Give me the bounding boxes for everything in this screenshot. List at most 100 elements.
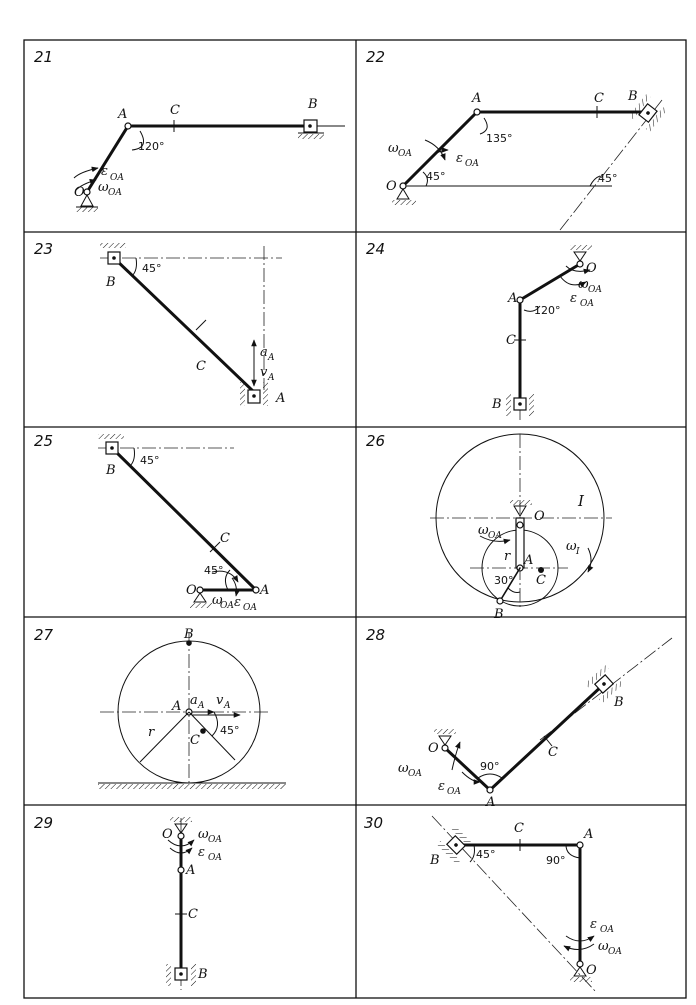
svg-text:ω: ω [98, 180, 109, 195]
svg-text:ε: ε [570, 291, 577, 306]
panel-26: 26 O I A C B r ω OA ω I 30° [366, 432, 612, 622]
svg-text:ω: ω [478, 523, 489, 538]
svg-text:B: B [197, 967, 208, 982]
table-grid [23, 39, 687, 999]
svg-text:O: O [386, 179, 397, 194]
svg-text:OA: OA [108, 188, 122, 198]
panel-number: 28 [366, 626, 385, 644]
svg-text:O: O [74, 185, 85, 200]
panel-29: 29 O A C B ω OA ε OA [34, 814, 222, 990]
svg-text:r: r [504, 549, 511, 564]
svg-text:OA: OA [580, 299, 594, 309]
svg-text:A: A [267, 353, 275, 363]
svg-text:ε: ε [456, 151, 463, 166]
panel-number: 24 [366, 240, 385, 258]
svg-text:OA: OA [488, 531, 502, 541]
panel-number: 22 [366, 48, 385, 66]
svg-text:ε: ε [234, 595, 241, 610]
svg-text:B: B [493, 607, 504, 622]
svg-text:OA: OA [408, 769, 422, 779]
svg-text:A: A [259, 583, 269, 598]
svg-text:C: C [506, 333, 516, 348]
svg-text:A: A [471, 91, 481, 106]
svg-text:A: A [523, 553, 533, 568]
svg-text:45°: 45° [476, 848, 496, 861]
panel-28: 28 O A C B ω OA ε OA 90° [366, 626, 673, 810]
svg-text:C: C [170, 103, 180, 118]
svg-text:45°: 45° [142, 262, 162, 275]
svg-text:ω: ω [198, 827, 209, 842]
svg-text:ω: ω [578, 277, 589, 292]
panel-22: 22 A C B O ω OA ε OA 135° 45° 45° [366, 48, 667, 231]
svg-text:A: A [485, 795, 495, 810]
svg-text:O: O [186, 583, 197, 598]
svg-text:120°: 120° [534, 304, 561, 317]
svg-text:O: O [586, 261, 597, 276]
svg-text:O: O [162, 827, 173, 842]
svg-text:90°: 90° [480, 760, 500, 773]
svg-text:OA: OA [208, 853, 222, 863]
svg-text:ω: ω [388, 141, 399, 156]
panel-number: 23 [34, 240, 53, 258]
svg-text:O: O [534, 509, 545, 524]
svg-text:B: B [613, 695, 624, 710]
svg-text:v: v [216, 693, 224, 708]
svg-text:45°: 45° [220, 724, 240, 737]
svg-text:C: C [196, 359, 206, 374]
svg-text:r: r [148, 725, 155, 740]
svg-text:C: C [188, 907, 198, 922]
svg-text:B: B [307, 97, 318, 112]
svg-text:135°: 135° [486, 132, 513, 145]
svg-text:C: C [514, 821, 524, 836]
svg-text:a: a [190, 693, 198, 708]
panel-number: 27 [34, 626, 54, 644]
svg-text:OA: OA [588, 285, 602, 295]
svg-text:a: a [260, 345, 268, 360]
panel-number: 21 [34, 48, 53, 66]
svg-text:A: A [275, 391, 285, 406]
svg-text:A: A [197, 701, 205, 711]
svg-text:ω: ω [566, 539, 577, 554]
svg-text:I: I [577, 492, 585, 510]
svg-text:45°: 45° [598, 172, 618, 185]
svg-text:45°: 45° [426, 170, 446, 183]
panel-30: 30 B C A O ε OA ω OA 45° 90° [364, 814, 622, 993]
svg-text:C: C [536, 573, 546, 588]
svg-text:45°: 45° [140, 454, 160, 467]
svg-text:A: A [117, 107, 127, 122]
svg-text:45°: 45° [204, 564, 224, 577]
svg-text:B: B [105, 463, 116, 478]
panel-21: 21 A C B O ε OA ω OA 120° [34, 48, 345, 212]
svg-text:B: B [491, 397, 502, 412]
svg-text:C: C [594, 91, 604, 106]
panel-number: 26 [366, 432, 385, 450]
panel-25: 25 B C O A ω OA ε OA 45° 45° [34, 432, 269, 613]
panel-24: 24 O A C B ω OA ε OA 120° [366, 240, 602, 420]
svg-text:ω: ω [398, 761, 409, 776]
svg-text:OA: OA [465, 159, 479, 169]
svg-text:OA: OA [447, 787, 461, 797]
svg-text:ω: ω [598, 939, 609, 954]
svg-text:B: B [429, 853, 440, 868]
svg-text:OA: OA [243, 603, 257, 613]
svg-text:O: O [428, 741, 439, 756]
svg-text:I: I [575, 547, 580, 557]
svg-text:ε: ε [590, 917, 597, 932]
svg-text:OA: OA [220, 601, 234, 611]
svg-text:ε: ε [101, 164, 108, 179]
svg-text:A: A [583, 827, 593, 842]
panel-number: 25 [34, 432, 53, 450]
svg-text:B: B [627, 89, 638, 104]
svg-text:C: C [548, 745, 558, 760]
panel-number: 30 [364, 814, 383, 832]
svg-text:O: O [586, 963, 597, 978]
svg-text:OA: OA [600, 925, 614, 935]
svg-text:OA: OA [208, 835, 222, 845]
svg-text:C: C [220, 531, 230, 546]
svg-text:v: v [260, 365, 268, 380]
svg-text:A: A [223, 701, 231, 711]
svg-text:OA: OA [110, 173, 124, 183]
svg-text:OA: OA [608, 947, 622, 957]
svg-text:30°: 30° [494, 574, 514, 587]
